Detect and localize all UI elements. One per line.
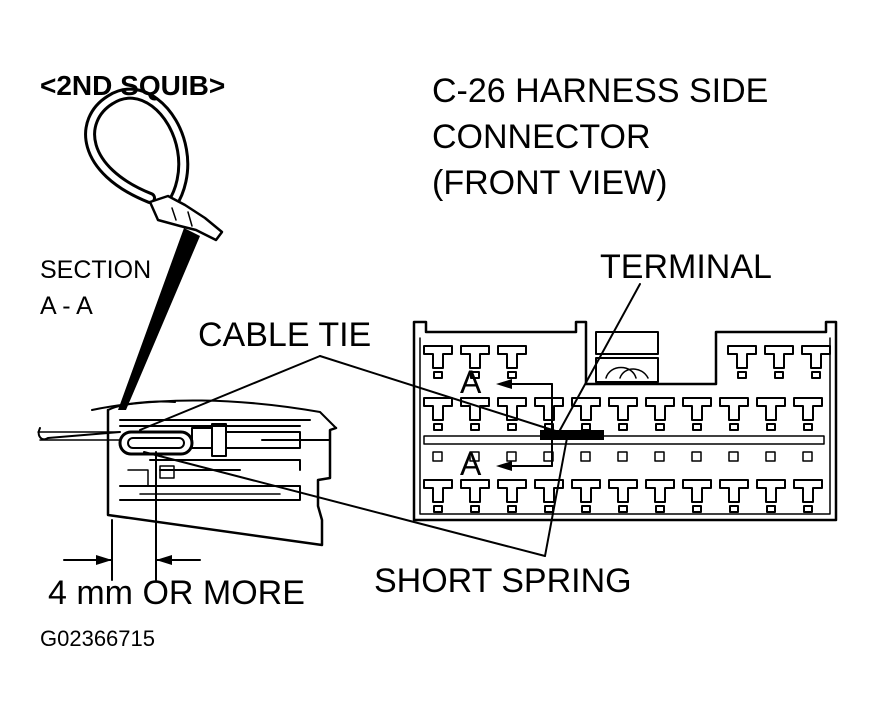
terminal-slot	[433, 505, 443, 513]
terminal-slot	[433, 371, 443, 379]
leader-lines	[139, 283, 641, 557]
terminal-cavity	[608, 397, 638, 421]
dimension-marker	[63, 451, 201, 581]
terminal-slot	[729, 505, 739, 513]
terminal-square	[728, 451, 739, 462]
terminal-cavity	[460, 397, 490, 421]
terminal-cavity	[497, 397, 527, 421]
terminal-label: TERMINAL	[600, 248, 772, 286]
section-label-line-1: SECTION	[40, 256, 152, 284]
cable-tie-illustration	[84, 87, 224, 410]
terminal-square	[506, 451, 517, 462]
connector-title-line-3: (FRONT VIEW)	[432, 164, 668, 202]
terminal-cavity	[793, 479, 823, 503]
terminal-slot	[774, 371, 784, 379]
short-spring-label: SHORT SPRING	[374, 562, 632, 600]
figure-id: G02366715	[40, 626, 155, 651]
terminal-slot	[803, 423, 813, 431]
terminal-cavity	[793, 397, 823, 421]
terminal-cavity	[460, 345, 490, 369]
terminal-cavity	[764, 345, 794, 369]
terminal-slot	[811, 371, 821, 379]
terminal-cavity	[727, 345, 757, 369]
terminal-cavity	[682, 479, 712, 503]
c26-connector-front-view	[412, 320, 838, 522]
terminal-slot	[737, 371, 747, 379]
terminal-slot	[544, 505, 554, 513]
terminal-cavity	[682, 397, 712, 421]
terminal-slot	[507, 423, 517, 431]
terminal-slot	[470, 371, 480, 379]
terminal-slot	[507, 505, 517, 513]
terminal-cavity	[423, 397, 453, 421]
terminal-cavity	[497, 345, 527, 369]
terminal-slot	[692, 423, 702, 431]
terminal-cavity	[571, 479, 601, 503]
terminal-cavity	[756, 397, 786, 421]
terminal-square	[469, 451, 480, 462]
section-label-line-2: A - A	[40, 292, 93, 320]
terminal-slot	[655, 505, 665, 513]
terminal-cavity	[534, 397, 564, 421]
terminal-cavity	[801, 345, 831, 369]
section-a-a-view	[37, 399, 338, 547]
terminal-slot	[803, 505, 813, 513]
terminal-slot	[766, 505, 776, 513]
terminal-cavity	[534, 479, 564, 503]
terminal-slot	[507, 371, 517, 379]
dimension-label: 4 mm OR MORE	[48, 574, 305, 612]
terminal-square	[691, 451, 702, 462]
terminal-square	[802, 451, 813, 462]
terminal-cavity	[423, 479, 453, 503]
connector-title-line-2: CONNECTOR	[432, 118, 651, 156]
terminal-cavity	[719, 397, 749, 421]
terminal-slot	[766, 423, 776, 431]
terminal-slot	[618, 505, 628, 513]
terminal-cavity	[719, 479, 749, 503]
terminal-square	[580, 451, 591, 462]
terminal-cavity	[645, 479, 675, 503]
terminal-slot	[470, 505, 480, 513]
terminal-cavity	[645, 397, 675, 421]
terminal-slot	[470, 423, 480, 431]
cable-tie-label: CABLE TIE	[198, 316, 372, 354]
section-marker-upper: A	[460, 364, 482, 400]
terminal-cavity	[423, 345, 453, 369]
terminal-cavity	[571, 397, 601, 421]
terminal-cavity	[497, 479, 527, 503]
terminal-slot	[581, 505, 591, 513]
connector-title-line-1: C-26 HARNESS SIDE	[432, 72, 769, 110]
terminal-square	[654, 451, 665, 462]
section-marker-lower: A	[460, 446, 482, 482]
terminal-cavity	[608, 479, 638, 503]
terminal-slot	[655, 423, 665, 431]
terminal-slot	[692, 505, 702, 513]
terminal-slot	[618, 423, 628, 431]
terminal-square	[432, 451, 443, 462]
terminal-cavity	[756, 479, 786, 503]
terminal-slot	[581, 423, 591, 431]
terminal-slot	[433, 423, 443, 431]
terminal-square	[765, 451, 776, 462]
terminal-square	[617, 451, 628, 462]
terminal-cavity	[460, 479, 490, 503]
second-squib-label: <2ND SQUIB>	[40, 70, 226, 101]
terminal-slot	[729, 423, 739, 431]
